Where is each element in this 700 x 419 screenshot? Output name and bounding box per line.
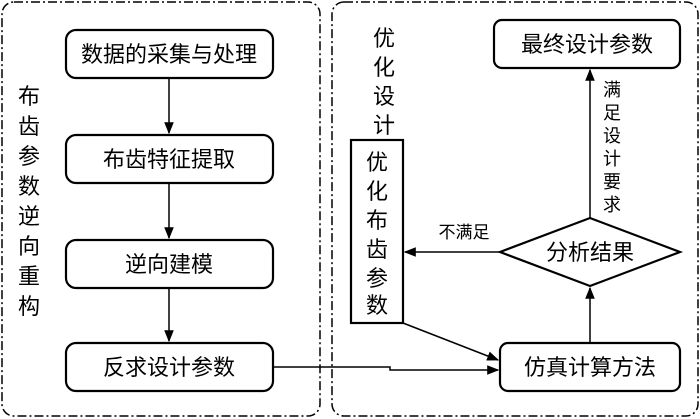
node-reverse-params-label: 反求设计参数 bbox=[103, 356, 235, 381]
edge-label-satisfied-char: 要 bbox=[603, 172, 621, 193]
left-title-char: 齿 bbox=[18, 115, 40, 140]
node-model: 逆向建模 bbox=[64, 238, 275, 290]
node-analyze-label: 分析结果 bbox=[546, 241, 634, 266]
right-group-frame bbox=[331, 1, 699, 417]
node-final-label: 最终设计参数 bbox=[521, 33, 653, 58]
left-title-char: 构 bbox=[18, 295, 40, 320]
left-title-char: 逆 bbox=[18, 205, 40, 230]
right-group-title: 优 化 设 计 bbox=[373, 27, 395, 139]
node-reverse-params: 反求设计参数 bbox=[64, 341, 275, 393]
node-optimize-char: 化 bbox=[366, 180, 388, 205]
edge-label-satisfied-char: 满 bbox=[603, 80, 621, 101]
node-analyze: 分析结果 bbox=[496, 216, 684, 288]
left-title-char: 数 bbox=[18, 175, 40, 200]
node-simulate: 仿真计算方法 bbox=[498, 341, 682, 393]
right-title-char: 设 bbox=[373, 85, 395, 110]
node-feature-label: 布齿特征提取 bbox=[103, 148, 235, 173]
node-optimize-char: 优 bbox=[366, 151, 388, 176]
node-optimize-char: 参 bbox=[366, 267, 388, 292]
left-group-title: 布 齿 参 数 逆 向 重 构 bbox=[18, 85, 40, 320]
right-title-char: 计 bbox=[373, 114, 395, 139]
node-collect: 数据的采集与处理 bbox=[64, 28, 275, 80]
node-optimize-char: 数 bbox=[366, 294, 388, 319]
node-feature: 布齿特征提取 bbox=[64, 133, 275, 185]
node-collect-label: 数据的采集与处理 bbox=[81, 43, 257, 68]
edge-label-not-satisfied: 不满足 bbox=[439, 223, 490, 243]
left-title-char: 向 bbox=[18, 235, 40, 260]
right-title-char: 化 bbox=[373, 56, 395, 81]
left-title-char: 重 bbox=[18, 265, 40, 290]
left-title-char: 参 bbox=[18, 145, 40, 170]
left-group-frame bbox=[1, 1, 321, 417]
node-simulate-label: 仿真计算方法 bbox=[524, 356, 656, 381]
edge-optimize-to-simulate bbox=[402, 322, 500, 361]
edge-label-satisfied-char: 设 bbox=[603, 126, 621, 147]
edge-label-satisfied-char: 求 bbox=[603, 195, 621, 216]
node-optimize: 优 化 布 齿 参 数 bbox=[349, 138, 405, 325]
edge-reverse-to-simulate bbox=[273, 365, 500, 375]
node-final: 最终设计参数 bbox=[492, 18, 682, 70]
node-optimize-char: 齿 bbox=[366, 238, 388, 263]
edge-label-satisfied-char: 计 bbox=[603, 149, 621, 170]
node-model-label: 逆向建模 bbox=[125, 253, 213, 278]
left-title-char: 布 bbox=[18, 85, 40, 110]
node-optimize-char: 布 bbox=[366, 209, 388, 234]
right-title-char: 优 bbox=[373, 27, 395, 52]
edge-label-satisfied-char: 足 bbox=[603, 103, 621, 124]
edge-label-satisfied: 满 足 设 计 要 求 bbox=[603, 80, 621, 216]
